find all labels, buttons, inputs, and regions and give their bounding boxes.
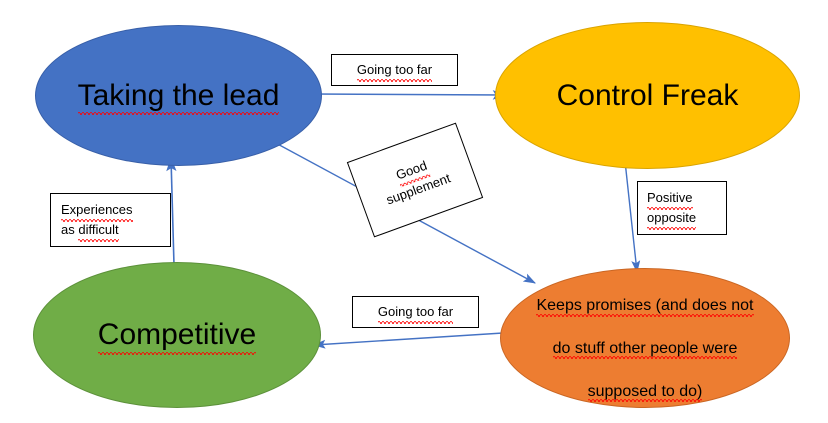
- node-keeps-promises-line3: supposed to do): [587, 381, 702, 403]
- node-keeps-promises[interactable]: Keeps promises (and does not do stuff ot…: [500, 268, 790, 408]
- node-keeps-promises-line2: do stuff other people were: [552, 338, 737, 360]
- arrow-control-freak-to-keeps-promises: [624, 160, 641, 274]
- node-control-freak[interactable]: Control Freak: [495, 22, 800, 169]
- node-competitive[interactable]: Competitive: [33, 262, 321, 408]
- node-control-freak-label: Control Freak: [556, 78, 739, 112]
- node-taking-the-lead[interactable]: Taking the lead: [35, 25, 322, 166]
- caption-experiences-as-difficult[interactable]: Experiences as difficult: [50, 193, 171, 247]
- caption-positive-opposite[interactable]: Positive opposite: [637, 181, 727, 235]
- caption-positive-opposite-line2: opposite: [647, 208, 697, 230]
- node-keeps-promises-label: Keeps promises (and does not do stuff ot…: [510, 274, 781, 403]
- caption-experiences-as-difficult-line1: Experiences: [61, 200, 133, 222]
- caption-going-too-far-bottom-line1: Going too far: [377, 302, 454, 324]
- caption-experiences-as-difficult-line2: as difficult: [61, 220, 119, 242]
- arrow-keeps-promises-to-competitive: [312, 332, 504, 349]
- node-competitive-label: Competitive: [43, 315, 312, 355]
- caption-going-too-far-bottom[interactable]: Going too far: [352, 296, 479, 328]
- caption-going-too-far-top-line1: Going too far: [356, 60, 433, 82]
- arrow-competitive-to-lead: [166, 156, 177, 266]
- caption-positive-opposite-line1: Positive: [647, 188, 693, 210]
- node-taking-the-lead-label: Taking the lead: [45, 76, 313, 116]
- arrow-lead-to-control-freak: [312, 90, 507, 100]
- node-keeps-promises-line1: Keeps promises (and does not: [536, 295, 754, 318]
- caption-going-too-far-top[interactable]: Going too far: [331, 54, 458, 86]
